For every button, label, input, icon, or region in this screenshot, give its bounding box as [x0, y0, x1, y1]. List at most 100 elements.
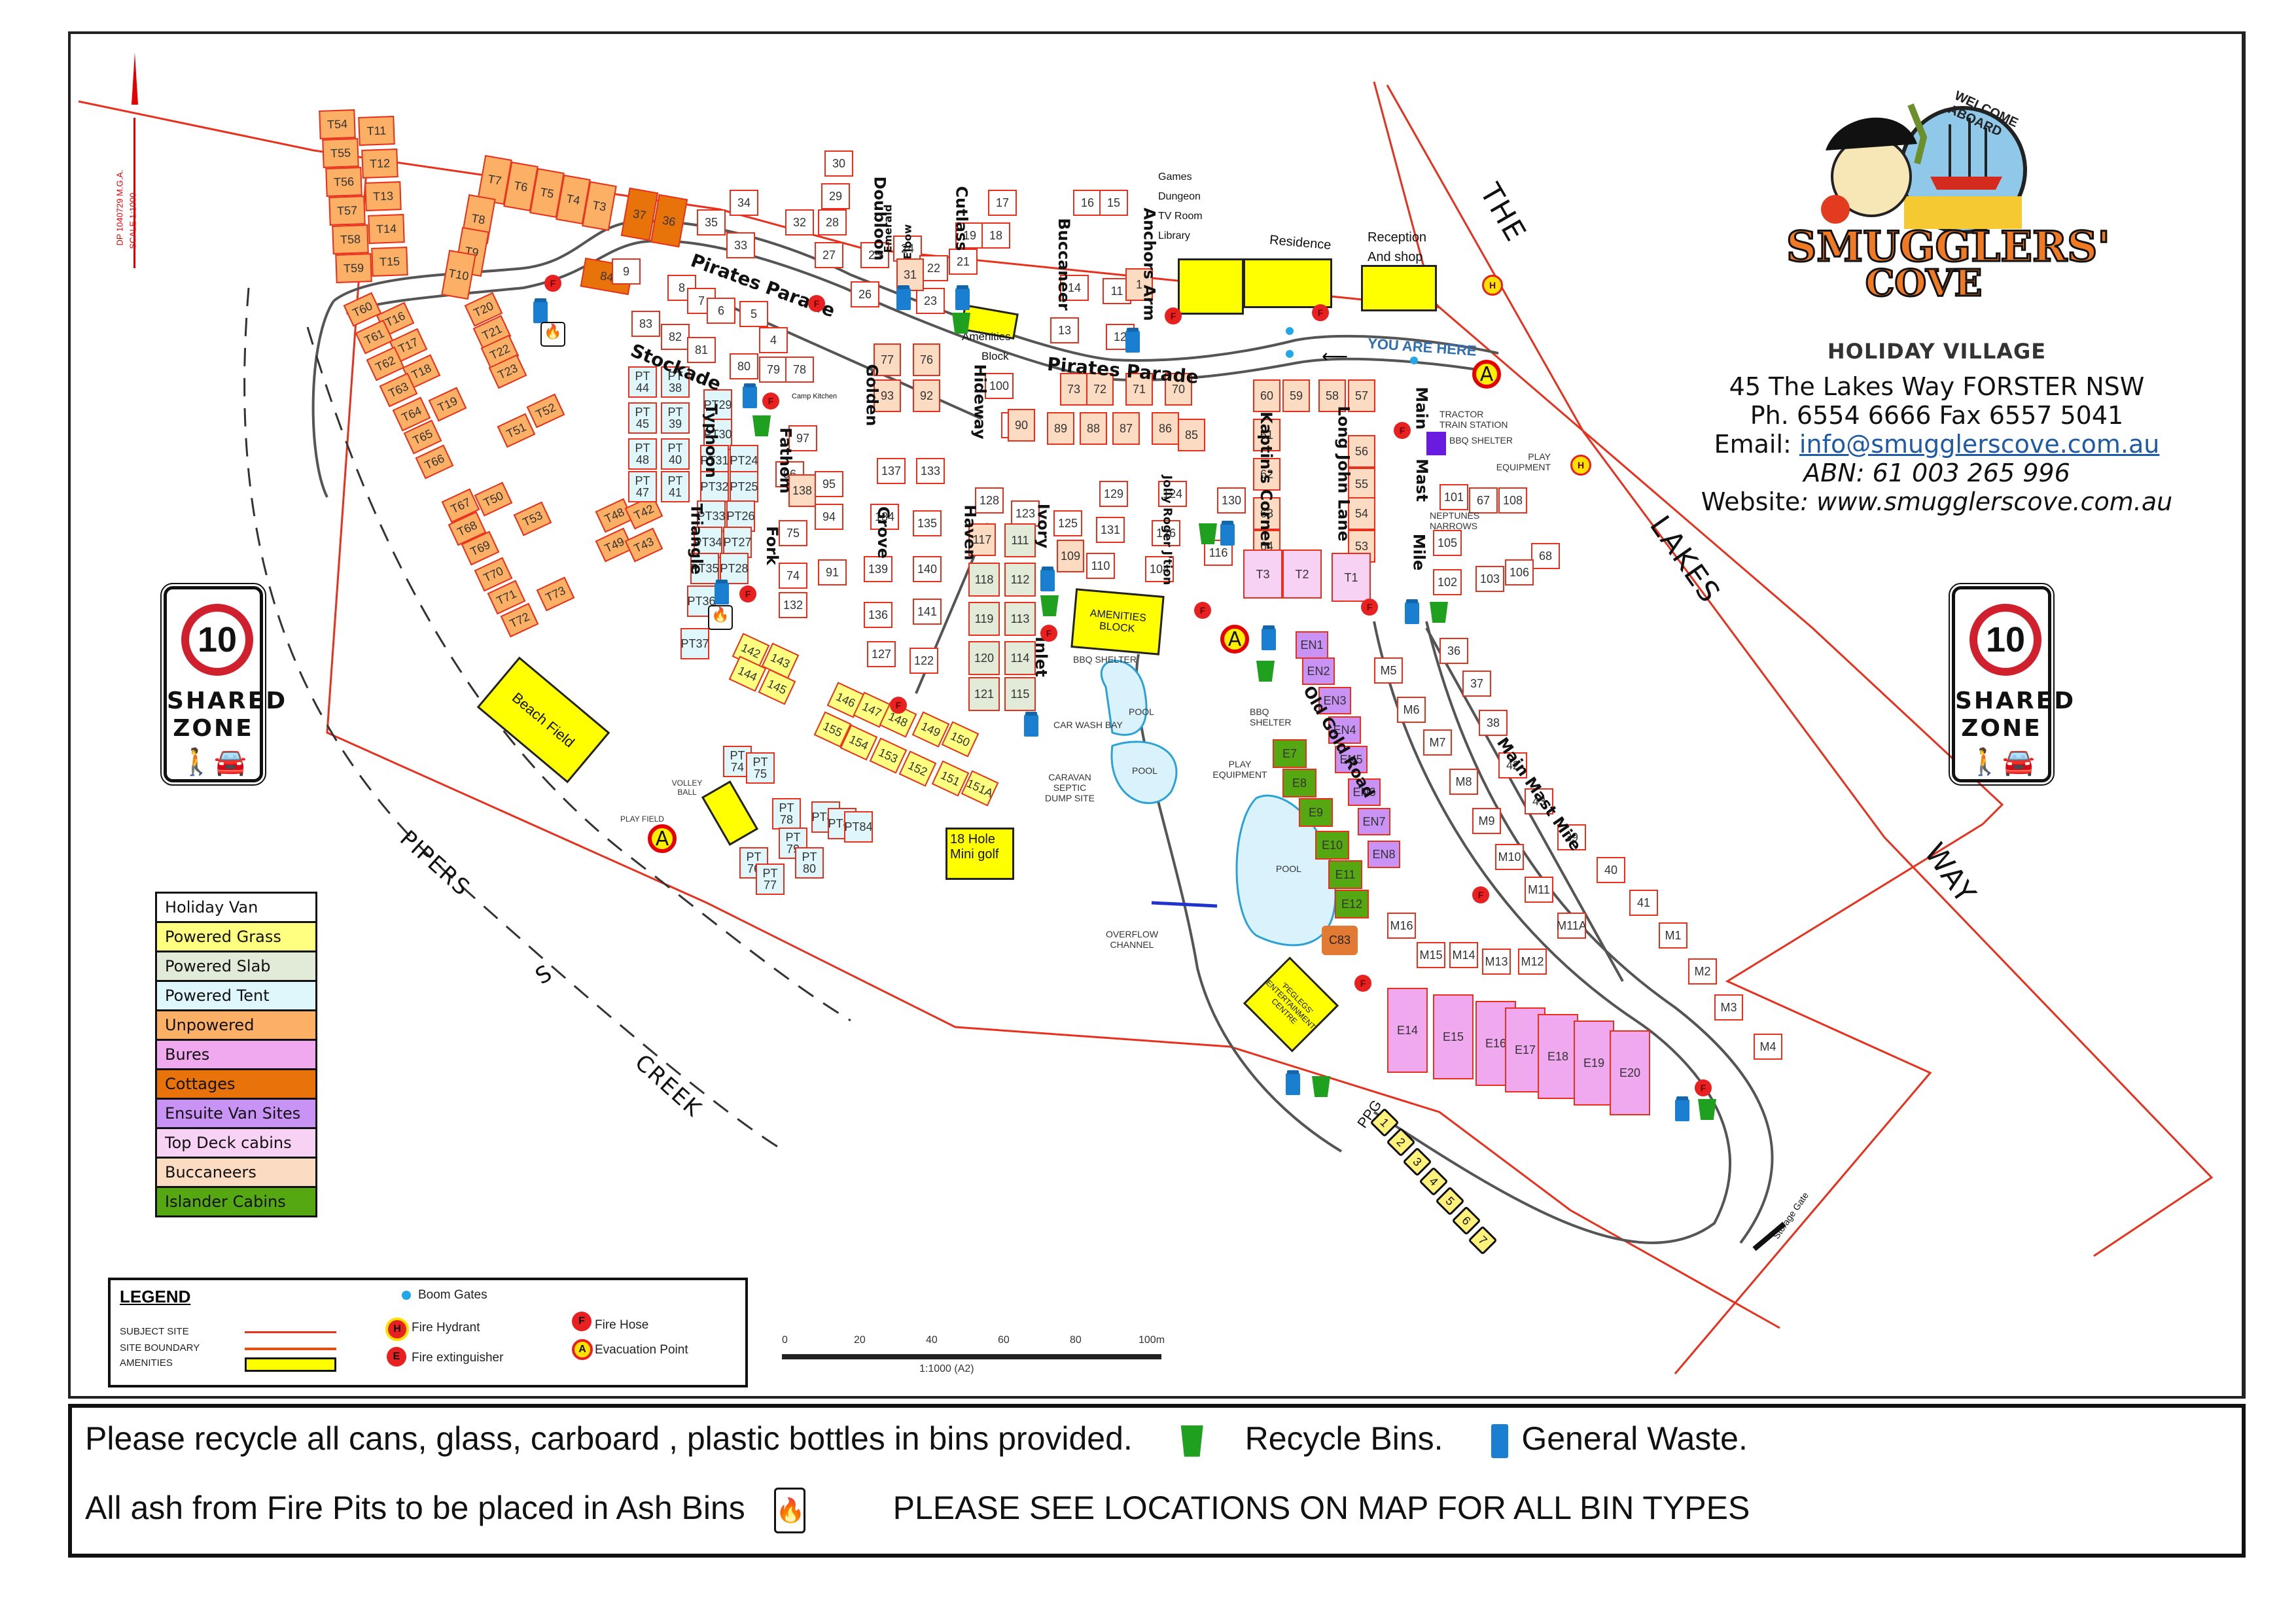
site-parcel[interactable]: 82	[661, 324, 690, 350]
site-parcel[interactable]: 15	[1099, 190, 1128, 216]
site-parcel[interactable]: PT 44	[628, 366, 657, 398]
site-parcel[interactable]: E7	[1273, 739, 1307, 768]
site-parcel[interactable]: 104	[1145, 556, 1174, 582]
site-parcel[interactable]: 140	[913, 556, 942, 582]
site-parcel[interactable]: 70	[1165, 373, 1192, 406]
site-parcel[interactable]: PT 39	[661, 402, 690, 434]
boom-gate-icon[interactable]	[1410, 357, 1418, 364]
site-parcel[interactable]: E11	[1328, 860, 1362, 889]
site-parcel[interactable]: 111	[1004, 523, 1036, 557]
site-parcel[interactable]: 21	[949, 249, 978, 275]
website-url[interactable]: : www.smugglerscove.com.au	[1800, 487, 2173, 516]
site-parcel[interactable]: 117	[968, 523, 996, 556]
site-parcel[interactable]: PT 78	[772, 798, 801, 829]
site-parcel[interactable]: 13	[1050, 317, 1079, 343]
site-parcel[interactable]: EN4	[1328, 716, 1361, 744]
site-parcel[interactable]: 30	[824, 150, 853, 177]
site-parcel[interactable]: 41	[1629, 890, 1658, 916]
site-parcel[interactable]: 100	[985, 373, 1014, 399]
site-parcel[interactable]: 86	[1152, 412, 1179, 445]
site-parcel[interactable]: 119	[968, 602, 1000, 636]
site-parcel[interactable]: EN8	[1368, 841, 1400, 868]
site-parcel[interactable]: 43	[1525, 788, 1553, 814]
site-parcel[interactable]: 73	[1060, 373, 1087, 406]
site-parcel[interactable]: 88	[1080, 412, 1107, 445]
site-parcel[interactable]: E8	[1282, 769, 1316, 797]
site-parcel[interactable]: T3	[1243, 550, 1282, 599]
site-parcel[interactable]: 18	[981, 222, 1010, 249]
site-parcel[interactable]: 71	[1125, 373, 1153, 406]
site-parcel[interactable]: E10	[1315, 831, 1349, 860]
site-parcel[interactable]: E20	[1610, 1030, 1650, 1115]
site-parcel[interactable]: T15	[371, 247, 408, 277]
site-parcel[interactable]: 141	[913, 599, 942, 625]
site-parcel-c83[interactable]: C83	[1322, 926, 1358, 955]
site-parcel[interactable]: 75	[779, 520, 807, 546]
site-parcel[interactable]: PT 74	[723, 746, 752, 777]
site-parcel[interactable]: 32	[785, 209, 814, 236]
site-parcel[interactable]: M11A	[1557, 913, 1587, 939]
site-parcel[interactable]: PT35	[690, 553, 719, 584]
boom-gate-icon[interactable]	[1286, 327, 1294, 335]
site-parcel[interactable]: PT 41	[661, 471, 690, 502]
site-parcel[interactable]: 115	[1004, 677, 1036, 711]
site-parcel[interactable]: T59	[335, 253, 372, 283]
site-parcel[interactable]: EN5	[1335, 746, 1368, 773]
site-parcel[interactable]: 95	[815, 471, 843, 497]
site-parcel[interactable]: 72	[1086, 373, 1114, 406]
site-parcel[interactable]: PT 79	[779, 828, 807, 859]
site-parcel[interactable]: M14	[1449, 942, 1478, 968]
site-parcel[interactable]: 55	[1348, 468, 1375, 500]
site-parcel[interactable]: 123	[1011, 500, 1040, 527]
site-parcel[interactable]: 67	[1469, 487, 1498, 514]
site-parcel[interactable]: 122	[910, 648, 938, 674]
site-parcel[interactable]: PT 77	[756, 864, 785, 895]
site-parcel[interactable]: E9	[1299, 798, 1333, 827]
site-parcel[interactable]: EN1	[1296, 631, 1328, 659]
site-parcel[interactable]: 137	[877, 458, 906, 484]
email-link[interactable]: info@smugglerscove.com.au	[1799, 430, 2160, 459]
site-parcel[interactable]: M9	[1472, 808, 1501, 834]
site-parcel[interactable]: 40	[1597, 857, 1625, 883]
site-parcel[interactable]: T58	[332, 224, 369, 254]
site-parcel[interactable]: 108	[1498, 487, 1527, 514]
site-parcel[interactable]: 135	[913, 510, 942, 536]
site-parcel[interactable]: 68	[1531, 543, 1560, 569]
site-parcel[interactable]: 125	[1053, 510, 1082, 536]
site-parcel[interactable]: 17	[988, 190, 1017, 216]
site-parcel[interactable]: 59	[1282, 379, 1310, 412]
site-parcel[interactable]: PT25	[730, 471, 758, 502]
site-parcel[interactable]: 33	[726, 232, 755, 258]
site-parcel[interactable]: M4	[1754, 1034, 1782, 1060]
site-parcel[interactable]: PT 47	[628, 471, 657, 502]
site-parcel[interactable]: 60	[1253, 379, 1280, 412]
site-parcel[interactable]: M2	[1688, 958, 1717, 985]
site-parcel[interactable]: M6	[1397, 697, 1426, 723]
site-parcel[interactable]: 90	[1008, 409, 1035, 442]
site-parcel[interactable]: 74	[779, 563, 807, 589]
site-parcel[interactable]: M1	[1659, 922, 1687, 949]
site-parcel[interactable]: 109	[1057, 540, 1084, 572]
site-parcel[interactable]: 101	[1439, 484, 1468, 510]
site-parcel[interactable]: 1	[1125, 268, 1153, 301]
site-parcel[interactable]: M5	[1374, 657, 1403, 684]
site-parcel[interactable]: 54	[1348, 497, 1375, 530]
site-parcel[interactable]: 26	[851, 281, 879, 307]
site-parcel[interactable]: 56	[1348, 435, 1375, 468]
site-parcel[interactable]: 4	[759, 327, 788, 353]
site-parcel[interactable]: 61	[1253, 419, 1280, 451]
site-parcel[interactable]: 97	[788, 425, 817, 451]
site-parcel[interactable]: 136	[864, 602, 892, 628]
site-parcel[interactable]: 127	[867, 641, 896, 667]
site-parcel[interactable]: 79	[759, 357, 788, 383]
site-parcel[interactable]: EN2	[1302, 657, 1335, 685]
site-parcel[interactable]: 113	[1004, 602, 1036, 636]
site-parcel[interactable]: 42	[1498, 752, 1527, 778]
site-parcel[interactable]: 102	[1433, 569, 1462, 595]
boom-gate-icon[interactable]	[1286, 350, 1294, 358]
site-parcel[interactable]: 94	[815, 504, 843, 530]
site-parcel[interactable]: 9	[612, 258, 641, 285]
site-parcel[interactable]: E14	[1387, 988, 1428, 1073]
site-parcel[interactable]: T54	[319, 109, 356, 139]
site-parcel[interactable]: 128	[975, 487, 1004, 514]
